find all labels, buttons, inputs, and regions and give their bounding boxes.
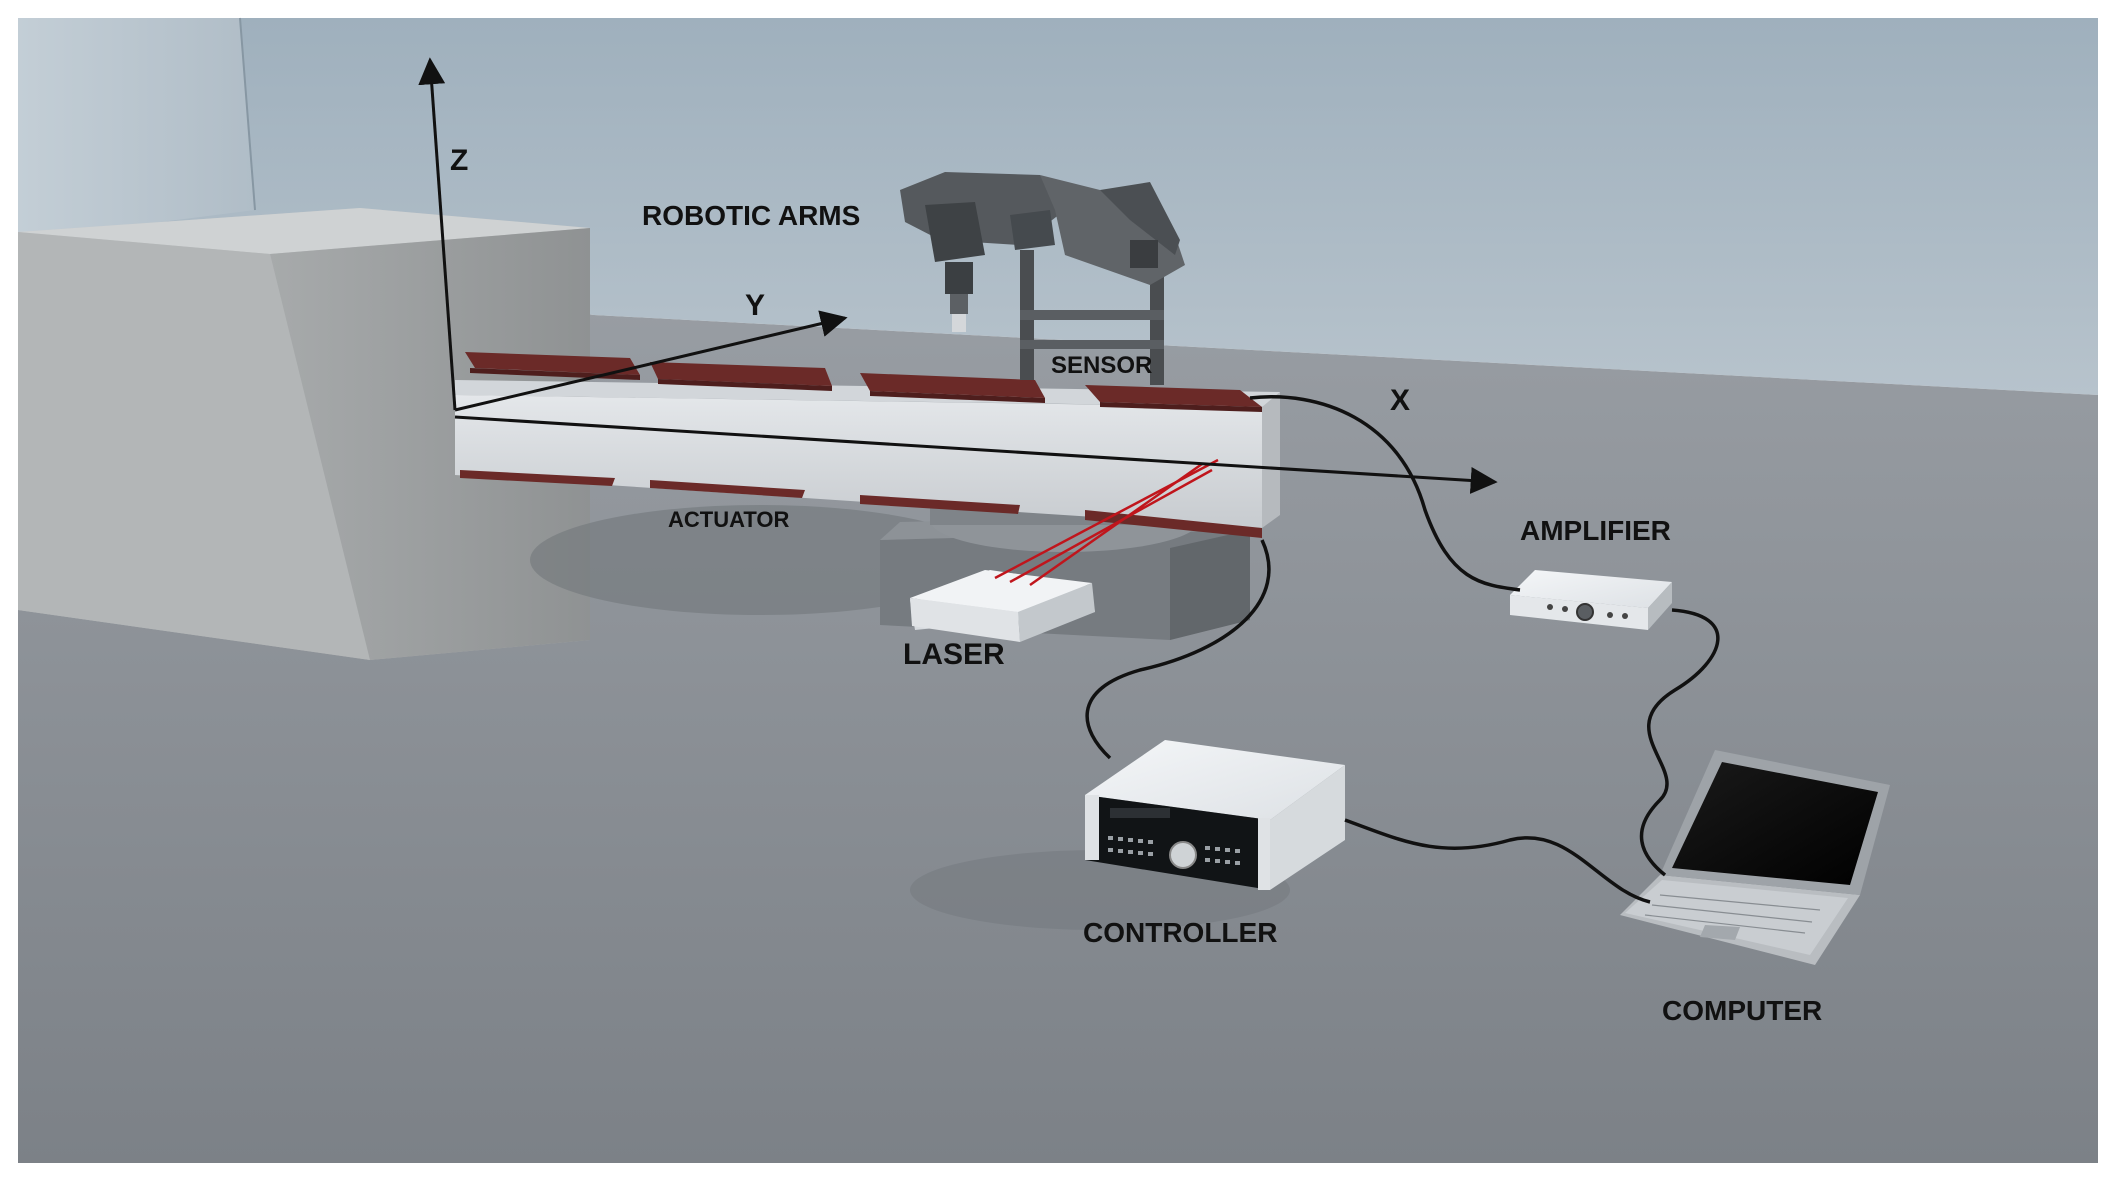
amplifier-device (1510, 570, 1672, 630)
z-axis-line (418, 57, 457, 411)
robotic-arms-label: ROBOTIC ARMS (642, 200, 860, 231)
robotic-arm (900, 172, 1185, 385)
laser-beams (994, 458, 1219, 587)
z-axis-label: Z (450, 144, 468, 177)
concrete-block (18, 208, 590, 660)
x-axis-label: X (1390, 384, 1410, 417)
actuator-label: ACTUATOR (668, 507, 790, 532)
controller-device (1085, 740, 1345, 890)
computer-laptop (1620, 750, 1890, 965)
actuator-patches (460, 470, 1262, 538)
y-axis-label: Y (745, 289, 765, 322)
amplifier-label: AMPLIFIER (1520, 515, 1671, 546)
controller-label: CONTROLLER (1083, 917, 1277, 948)
laser-device (910, 570, 1095, 642)
sensor-label: SENSOR (1051, 352, 1152, 379)
cables (1085, 395, 1720, 904)
y-axis-line (454, 310, 848, 412)
laser-label: LASER (903, 638, 1005, 671)
left-wall (18, 18, 255, 240)
computer-label: COMPUTER (1662, 995, 1822, 1026)
x-axis-line (454, 415, 1498, 494)
coordinate-axes (418, 57, 1498, 494)
